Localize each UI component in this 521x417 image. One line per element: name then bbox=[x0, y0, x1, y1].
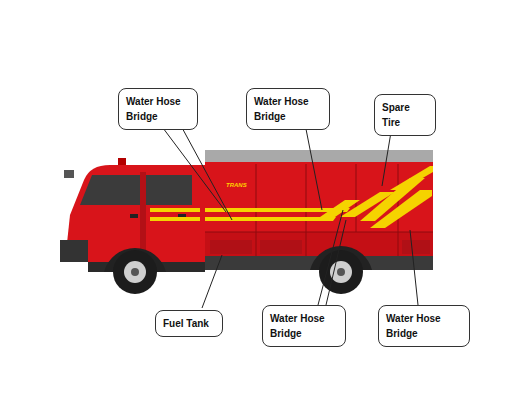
cab-window bbox=[80, 175, 140, 205]
callout-label: Fuel Tank bbox=[163, 316, 215, 331]
cab-stripe bbox=[150, 208, 200, 212]
callout-box: Water Hose Bridge bbox=[118, 88, 198, 130]
callout-box: Water Hose Bridge bbox=[262, 305, 346, 347]
door-handle bbox=[130, 214, 138, 218]
callout-label: Water Hose Bridge bbox=[126, 94, 190, 124]
callout-box: Water Hose Bridge bbox=[378, 305, 470, 347]
roof bbox=[205, 150, 433, 164]
callout-label: Water Hose Bridge bbox=[270, 311, 338, 341]
body-box bbox=[205, 162, 433, 234]
panel-lines bbox=[205, 164, 433, 256]
callout-label: Spare Tire bbox=[382, 100, 428, 130]
lower-body bbox=[205, 232, 433, 270]
cab-stripe bbox=[150, 217, 200, 221]
callout-label: Water Hose Bridge bbox=[386, 311, 462, 341]
callout-box: Fuel Tank bbox=[155, 310, 223, 337]
mirror bbox=[64, 170, 74, 178]
cab-window bbox=[146, 175, 192, 205]
lower-panels bbox=[210, 240, 430, 254]
logo-text: TRANS bbox=[226, 182, 247, 188]
wheel bbox=[319, 250, 363, 294]
wheel bbox=[113, 250, 157, 294]
leader-lines bbox=[160, 120, 418, 308]
beacon bbox=[118, 158, 126, 165]
callout-label: Water Hose Bridge bbox=[254, 94, 322, 124]
callout-box: Spare Tire bbox=[374, 94, 436, 136]
bumper bbox=[60, 240, 88, 262]
door-pillar bbox=[140, 172, 146, 260]
callout-box: Water Hose Bridge bbox=[246, 88, 330, 130]
